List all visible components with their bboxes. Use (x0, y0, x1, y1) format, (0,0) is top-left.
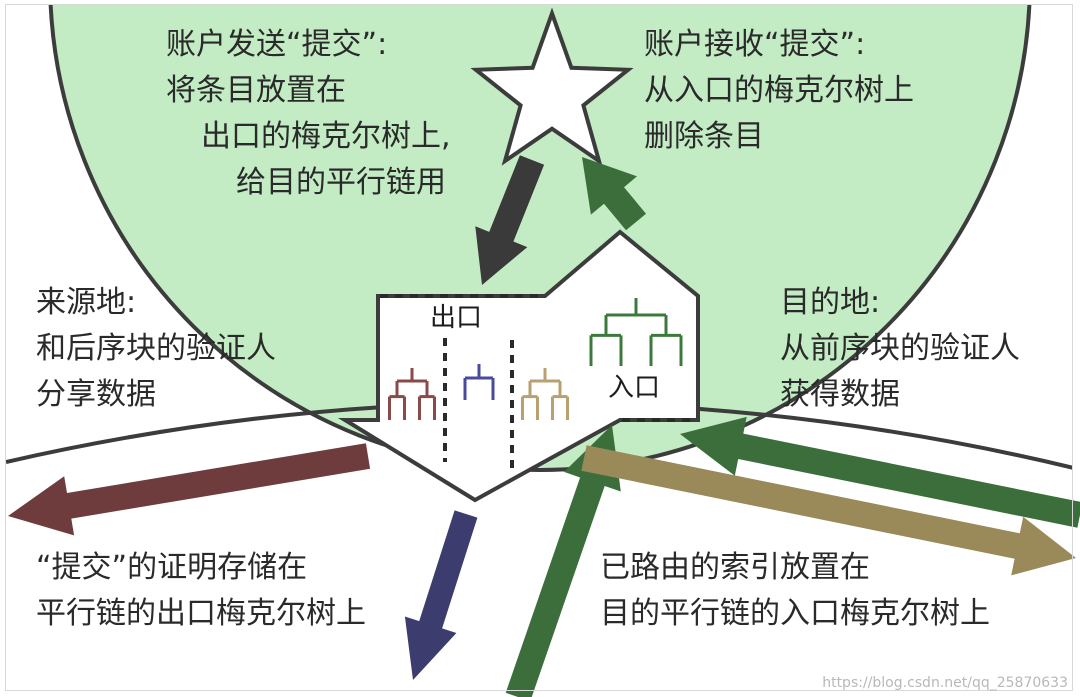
merkle-tree-icon-tan (521, 368, 569, 420)
exit-proof-description: “提交”的证明存储在平行链的出口梅克尔树上 (36, 545, 366, 637)
outgoing-commit-description-line: 出口的梅克尔树上, (201, 119, 451, 154)
incoming-commit-description: 账户接收“提交”: 从入口的梅克尔树上删除条目 (644, 22, 914, 160)
outgoing-commit-description: 账户发送“提交”: 将条目放置在出口的梅克尔树上, 给目的平行链用 (166, 22, 451, 206)
send-commit-arrow (475, 155, 545, 285)
commit-zone-circle (48, 5, 1032, 472)
source-description-line: 和后序块的验证人 (36, 331, 276, 366)
exit-proof-description-line: 平行链的出口梅克尔树上 (36, 596, 366, 631)
destination-description-line: 目的地: (780, 285, 881, 320)
routed-index-description-line: 目的平行链的入口梅克尔树上 (600, 596, 990, 631)
source-description-line: 来源地: (36, 285, 137, 320)
merkle-tree-icon-navy (463, 364, 495, 400)
watermark: https://blog.csdn.net/qq_25870633 (822, 675, 1068, 691)
merkle-tree-icon-brown (388, 368, 436, 420)
source-description-line: 分享数据 (36, 377, 156, 412)
receive-commit-arrow (582, 157, 646, 231)
incoming-commit-description-line: 删除条目 (644, 119, 764, 154)
star-icon (470, 7, 634, 166)
exit-proof-arrow (404, 510, 478, 680)
outgoing-commit-description-line: 账户发送“提交”: (166, 27, 388, 62)
source-data-arrow (8, 443, 371, 536)
merkle-tree-icon-green (589, 298, 683, 366)
routed-message-arrow (581, 445, 1076, 576)
routed-index-arrow (505, 425, 621, 697)
destination-description-line: 从前序块的验证人 (780, 331, 1020, 366)
entry-label: 入口 (608, 373, 661, 403)
incoming-commit-description-line: 从入口的梅克尔树上 (644, 73, 914, 108)
destination-description: 目的地: 从前序块的验证人获得数据 (780, 280, 1020, 418)
outgoing-commit-description-line: 给目的平行链用 (236, 165, 446, 200)
destination-data-arrow (680, 416, 1080, 528)
incoming-commit-description-line: 账户接收“提交”: (644, 27, 866, 62)
exit-proof-description-line: “提交”的证明存储在 (36, 550, 308, 585)
routed-index-description-line: 已路由的索引放置在 (600, 550, 870, 585)
routed-index-description: 已路由的索引放置在目的平行链的入口梅克尔树上 (600, 545, 990, 637)
destination-description-line: 获得数据 (780, 377, 900, 412)
source-description: 来源地: 和后序块的验证人分享数据 (36, 280, 276, 418)
outgoing-commit-description-line: 将条目放置在 (166, 73, 346, 108)
exit-label: 出口 (430, 303, 483, 333)
